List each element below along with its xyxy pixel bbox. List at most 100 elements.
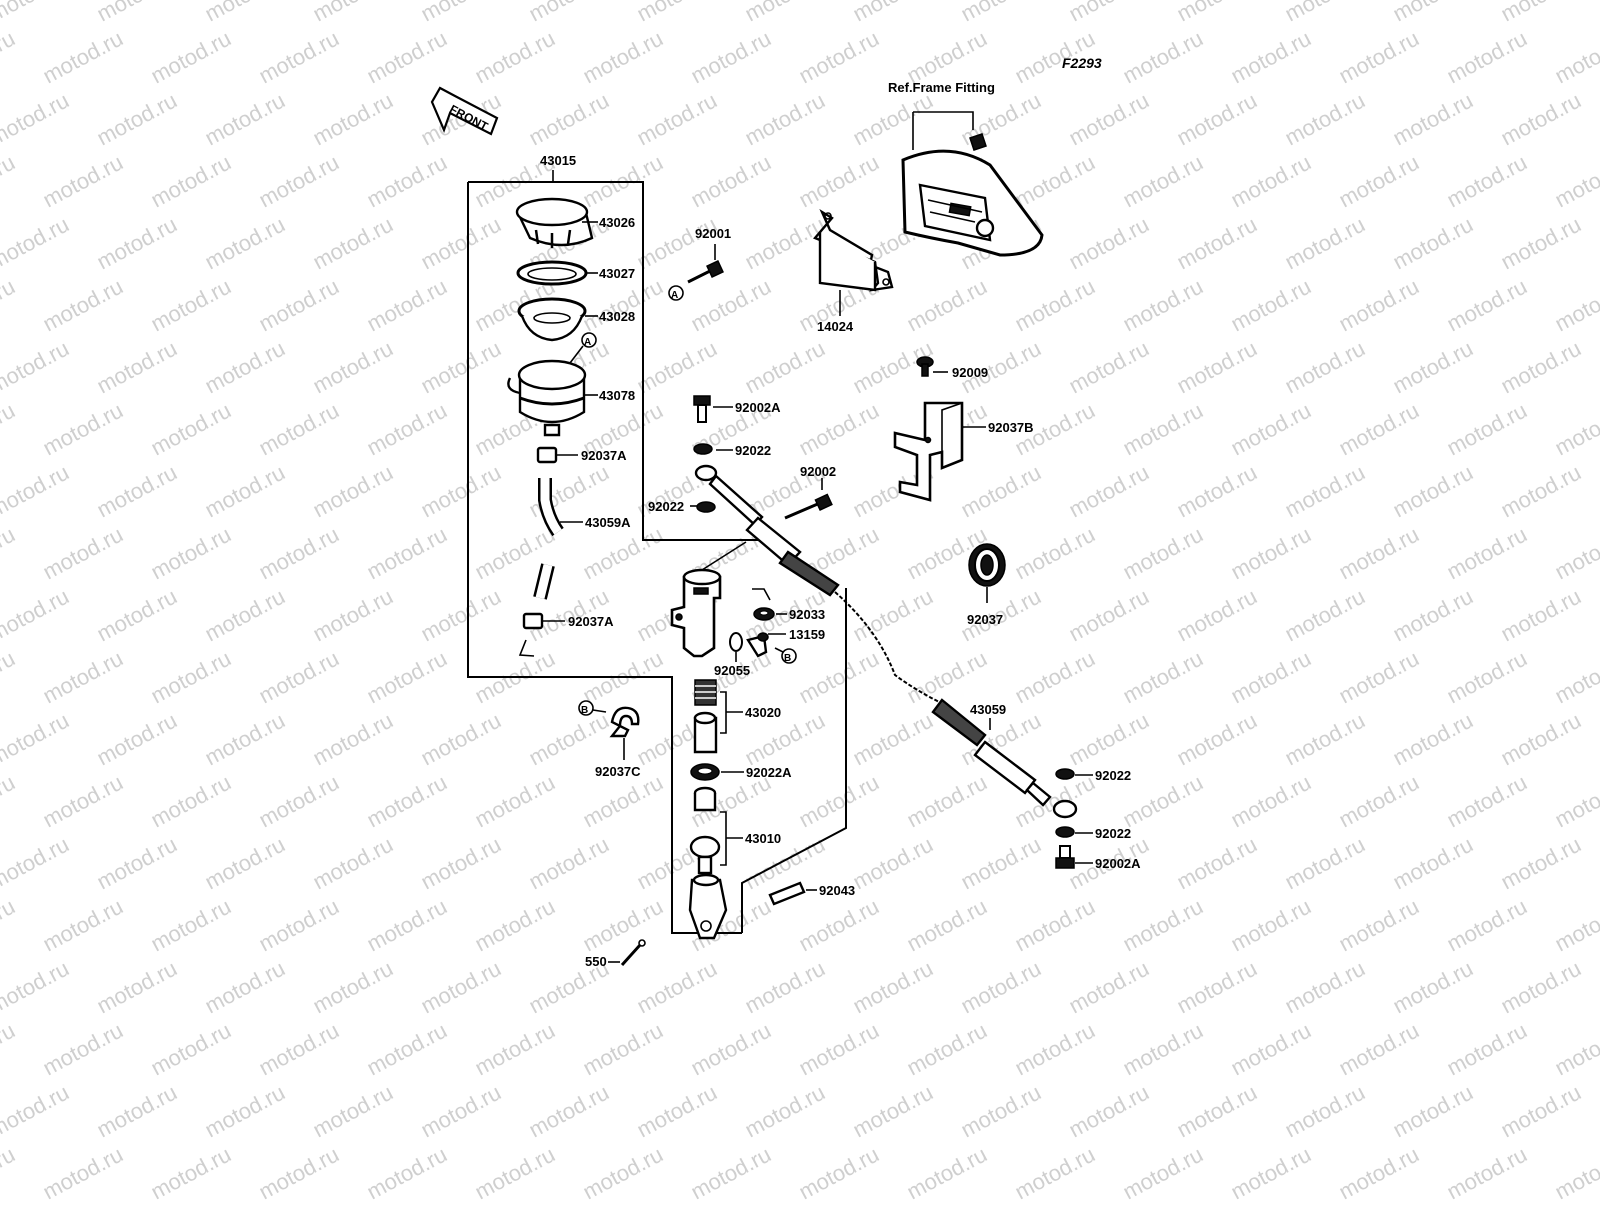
watermark-text: motod.ru — [1443, 1018, 1531, 1081]
watermark-text: motod.ru — [579, 1018, 667, 1081]
watermark-text: motod.ru — [1065, 212, 1153, 275]
watermark-text: motod.ru — [525, 832, 613, 895]
watermark-text: motod.ru — [93, 956, 181, 1019]
clamp-92037A-lower — [522, 612, 544, 630]
watermark-text: motod.ru — [633, 1080, 721, 1143]
watermark-text: motod.ru — [741, 956, 829, 1019]
bolt-92009 — [916, 356, 948, 377]
diaphragm-43028 — [517, 297, 587, 342]
watermark-text: motod.ru — [1551, 522, 1600, 585]
watermark-text: motod.ru — [147, 770, 235, 833]
label-43078: 43078 — [599, 388, 635, 403]
watermark-text: motod.ru — [1173, 212, 1261, 275]
label-92001: 92001 — [695, 226, 731, 241]
watermark-text: motod.ru — [1065, 336, 1153, 399]
watermark-text: motod.ru — [1335, 1018, 1423, 1081]
watermark-text: motod.ru — [1119, 522, 1207, 585]
watermark-text: motod.ru — [633, 336, 721, 399]
watermark-text: motod.ru — [795, 398, 883, 461]
watermark-text: motod.ru — [1011, 1142, 1099, 1200]
watermark-text: motod.ru — [849, 832, 937, 895]
watermark-text: motod.ru — [1551, 894, 1600, 957]
watermark-text: motod.ru — [309, 460, 397, 523]
svg-text:A: A — [671, 290, 678, 301]
watermark-text: motod.ru — [1065, 460, 1153, 523]
watermark-text: motod.ru — [1065, 708, 1153, 771]
watermark-text: motod.ru — [1497, 336, 1585, 399]
watermark-text: motod.ru — [201, 708, 289, 771]
label-92022-upper-a: 92022 — [735, 443, 771, 458]
washer-92022-lower-a — [1055, 768, 1075, 780]
label-92055: 92055 — [714, 663, 750, 678]
watermark-text: motod.ru — [147, 1018, 235, 1081]
label-92022-lower-a: 92022 — [1095, 768, 1131, 783]
watermark-text: motod.ru — [1281, 832, 1369, 895]
watermark-text: motod.ru — [1281, 460, 1369, 523]
watermark-text: motod.ru — [1443, 26, 1531, 89]
watermark-text: motod.ru — [1497, 460, 1585, 523]
watermark-text: motod.ru — [903, 894, 991, 957]
watermark-text: motod.ru — [363, 398, 451, 461]
watermark-text: motod.ru — [1551, 646, 1600, 709]
watermark-text: motod.ru — [957, 956, 1045, 1019]
watermark-text: motod.ru — [1227, 646, 1315, 709]
watermark-text: motod.ru — [1119, 26, 1207, 89]
watermark-text: motod.ru — [93, 460, 181, 523]
watermark-text: motod.ru — [1497, 584, 1585, 647]
watermark-text: motod.ru — [39, 770, 127, 833]
label-92043: 92043 — [819, 883, 855, 898]
watermark-text: motod.ru — [1173, 460, 1261, 523]
watermark-text: motod.ru — [903, 646, 991, 709]
watermark-text: motod.ru — [1443, 770, 1531, 833]
watermark-text: motod.ru — [1173, 832, 1261, 895]
watermark-text: motod.ru — [309, 212, 397, 275]
watermark-text: motod.ru — [633, 0, 721, 26]
watermark-text: motod.ru — [309, 88, 397, 151]
watermark-text: motod.ru — [39, 646, 127, 709]
watermark-text: motod.ru — [417, 708, 505, 771]
label-92033: 92033 — [789, 607, 825, 622]
watermark-text: motod.ru — [1227, 770, 1315, 833]
watermark-text: motod.ru — [471, 770, 559, 833]
watermark-text: motod.ru — [0, 646, 19, 709]
watermark-text: motod.ru — [309, 1080, 397, 1143]
watermark-text: motod.ru — [1227, 150, 1315, 213]
watermark-text: motod.ru — [201, 460, 289, 523]
watermark-text: motod.ru — [417, 212, 505, 275]
watermark-text: motod.ru — [1011, 274, 1099, 337]
watermark-text: motod.ru — [0, 336, 73, 399]
label-43020: 43020 — [745, 705, 781, 720]
watermark-text: motod.ru — [525, 460, 613, 523]
brake-hose-43059 — [694, 464, 1078, 819]
piston-43010 — [689, 786, 743, 875]
watermark-text: motod.ru — [1227, 522, 1315, 585]
label-92037: 92037 — [967, 612, 1003, 627]
watermark-text: motod.ru — [1335, 274, 1423, 337]
watermark-text: motod.ru — [255, 150, 343, 213]
watermark-text: motod.ru — [795, 894, 883, 957]
diaphragm-plate-43027 — [516, 260, 588, 286]
watermark-text: motod.ru — [255, 770, 343, 833]
watermark-text: motod.ru — [741, 336, 829, 399]
label-92009: 92009 — [952, 365, 988, 380]
watermark-text: motod.ru — [1497, 88, 1585, 151]
watermark-text: motod.ru — [1065, 1080, 1153, 1143]
watermark-text: motod.ru — [147, 1142, 235, 1200]
watermark-text: motod.ru — [0, 1080, 73, 1143]
watermark-text: motod.ru — [1227, 26, 1315, 89]
watermark-text: motod.ru — [1119, 894, 1207, 957]
watermark-text: motod.ru — [633, 956, 721, 1019]
watermark-text: motod.ru — [525, 708, 613, 771]
watermark-text: motod.ru — [39, 1142, 127, 1200]
watermark-text: motod.ru — [39, 522, 127, 585]
watermark-text: motod.ru — [93, 584, 181, 647]
label-92002: 92002 — [800, 464, 836, 479]
label-92002A-lower: 92002A — [1095, 856, 1141, 871]
watermark-text: motod.ru — [957, 0, 1045, 26]
watermark-text: motod.ru — [255, 1142, 343, 1200]
watermark-text: motod.ru — [147, 150, 235, 213]
watermark-text: motod.ru — [0, 460, 73, 523]
watermark-text: motod.ru — [1119, 398, 1207, 461]
ref-frame-bracket-line — [912, 111, 974, 150]
watermark-text: motod.ru — [1389, 212, 1477, 275]
